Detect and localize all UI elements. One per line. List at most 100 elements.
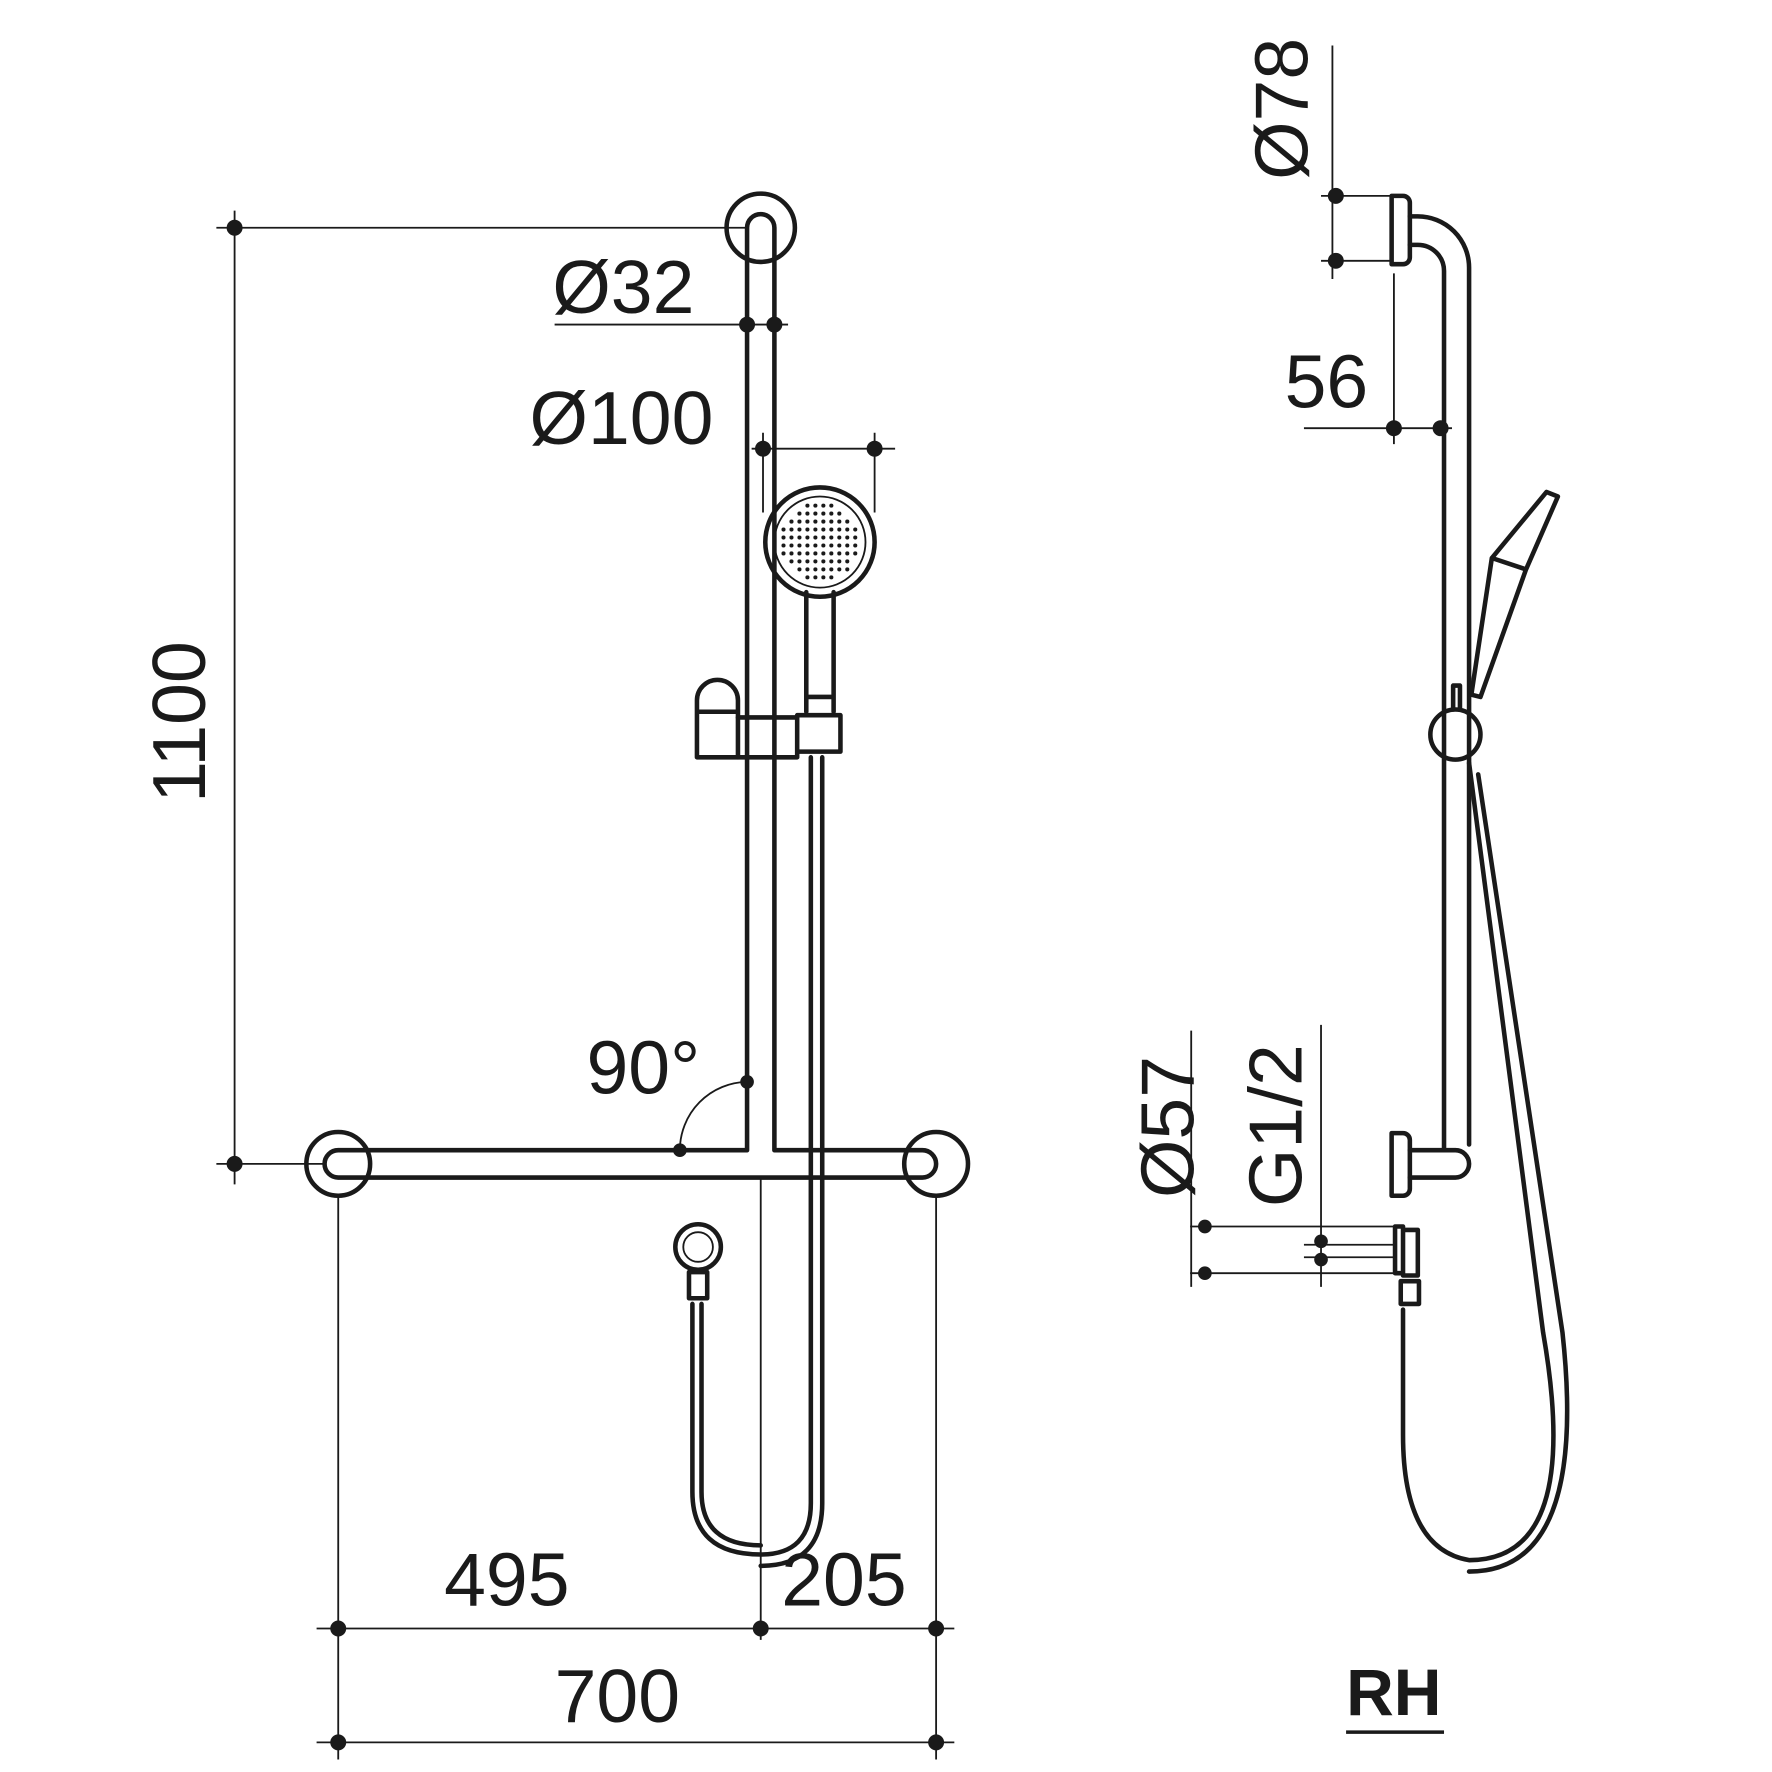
spray-nozzle: [821, 527, 826, 532]
spray-nozzle: [813, 559, 818, 564]
spray-nozzle: [821, 511, 826, 516]
spray-nozzle: [845, 543, 850, 548]
spray-nozzle: [845, 519, 850, 524]
spray-nozzle: [797, 543, 802, 548]
spray-nozzle: [829, 527, 834, 532]
wall-outlet-side: [1392, 1224, 1422, 1307]
spray-nozzle: [821, 567, 826, 572]
spray-nozzle: [805, 575, 810, 580]
spray-nozzle: [813, 551, 818, 556]
spray-nozzle: [781, 527, 786, 532]
spray-nozzle: [845, 551, 850, 556]
spray-nozzle: [829, 551, 834, 556]
spray-nozzle: [805, 527, 810, 532]
spray-nozzle: [805, 503, 810, 508]
slider-bracket: [694, 677, 843, 760]
spray-nozzle: [797, 527, 802, 532]
slider-knob: [1428, 707, 1483, 762]
spray-nozzle: [805, 519, 810, 524]
spray-nozzle: [821, 551, 826, 556]
spray-nozzle: [829, 567, 834, 572]
front-view: 90° 1100 Ø32 Ø100 495 205 700: [137, 191, 971, 1760]
spray-nozzle: [829, 511, 834, 516]
spray-nozzle: [845, 559, 850, 564]
left-length-label: 495: [444, 1538, 569, 1622]
spray-nozzle: [789, 551, 794, 556]
spray-nozzle: [837, 551, 842, 556]
spray-nozzle: [813, 543, 818, 548]
spray-nozzle: [797, 559, 802, 564]
spray-nozzle: [821, 543, 826, 548]
spray-nozzle: [789, 527, 794, 532]
head-diameter-label: Ø100: [530, 376, 714, 460]
spray-nozzle: [789, 543, 794, 548]
spray-nozzle: [845, 527, 850, 532]
t-grab-rail: [322, 211, 939, 1180]
spray-nozzle: [813, 535, 818, 540]
spray-nozzle: [813, 527, 818, 532]
spray-nozzle: [789, 519, 794, 524]
bar-diameter-label: Ø32: [552, 245, 694, 329]
projection-label: 56: [1285, 340, 1369, 424]
wall-outlet: [673, 1221, 724, 1273]
spray-nozzle: [837, 559, 842, 564]
spray-nozzle: [813, 519, 818, 524]
spray-nozzle: [837, 527, 842, 532]
hand-shower: [763, 485, 877, 715]
spray-nozzle: [837, 519, 842, 524]
spray-nozzle: [781, 543, 786, 548]
outlet-diameter-label: Ø57: [1125, 1056, 1209, 1198]
spray-nozzle: [781, 551, 786, 556]
spray-nozzle: [805, 535, 810, 540]
height-label: 1100: [137, 641, 221, 803]
spray-nozzle: [797, 535, 802, 540]
spray-nozzle: [829, 535, 834, 540]
hand-label: RH: [1346, 1655, 1441, 1729]
spray-nozzle: [821, 575, 826, 580]
thread-label: G1/2: [1234, 1044, 1318, 1207]
side-view: Ø78 56 Ø57 G1/2 RH: [1125, 38, 1570, 1734]
total-width-label: 700: [555, 1654, 680, 1738]
spray-nozzle: [837, 535, 842, 540]
spray-nozzle: [805, 543, 810, 548]
right-length-label: 205: [781, 1538, 906, 1622]
spray-nozzle: [821, 503, 826, 508]
spray-nozzle: [853, 535, 858, 540]
spray-nozzle: [821, 535, 826, 540]
spray-nozzle: [813, 567, 818, 572]
spray-nozzle: [813, 511, 818, 516]
spray-nozzle: [821, 559, 826, 564]
spray-nozzle: [797, 519, 802, 524]
spray-nozzle: [813, 503, 818, 508]
spray-nozzle: [781, 535, 786, 540]
spray-nozzle: [805, 567, 810, 572]
spray-nozzle: [805, 551, 810, 556]
spray-nozzle: [829, 519, 834, 524]
spray-nozzle: [797, 567, 802, 572]
spray-nozzle: [829, 543, 834, 548]
spray-nozzle: [821, 519, 826, 524]
spray-nozzle: [805, 559, 810, 564]
spray-nozzle: [805, 511, 810, 516]
flange-diameter-label: Ø78: [1239, 38, 1323, 180]
shower-hose: [690, 755, 825, 1569]
spray-nozzle: [845, 567, 850, 572]
spray-nozzle: [789, 535, 794, 540]
top-flange-side: [1389, 193, 1413, 267]
spray-nozzle: [797, 551, 802, 556]
spray-nozzle: [853, 551, 858, 556]
spray-nozzle: [853, 543, 858, 548]
spray-nozzle: [845, 535, 850, 540]
spray-nozzle: [837, 543, 842, 548]
spray-nozzle: [837, 567, 842, 572]
spray-nozzle: [829, 503, 834, 508]
angle-label: 90°: [586, 1025, 700, 1109]
spray-nozzle: [853, 527, 858, 532]
spray-nozzle: [789, 559, 794, 564]
spray-nozzle: [829, 559, 834, 564]
spray-nozzle: [837, 511, 842, 516]
spray-nozzle: [797, 511, 802, 516]
hand-shower-side: [1469, 489, 1561, 700]
spray-nozzle: [829, 575, 834, 580]
